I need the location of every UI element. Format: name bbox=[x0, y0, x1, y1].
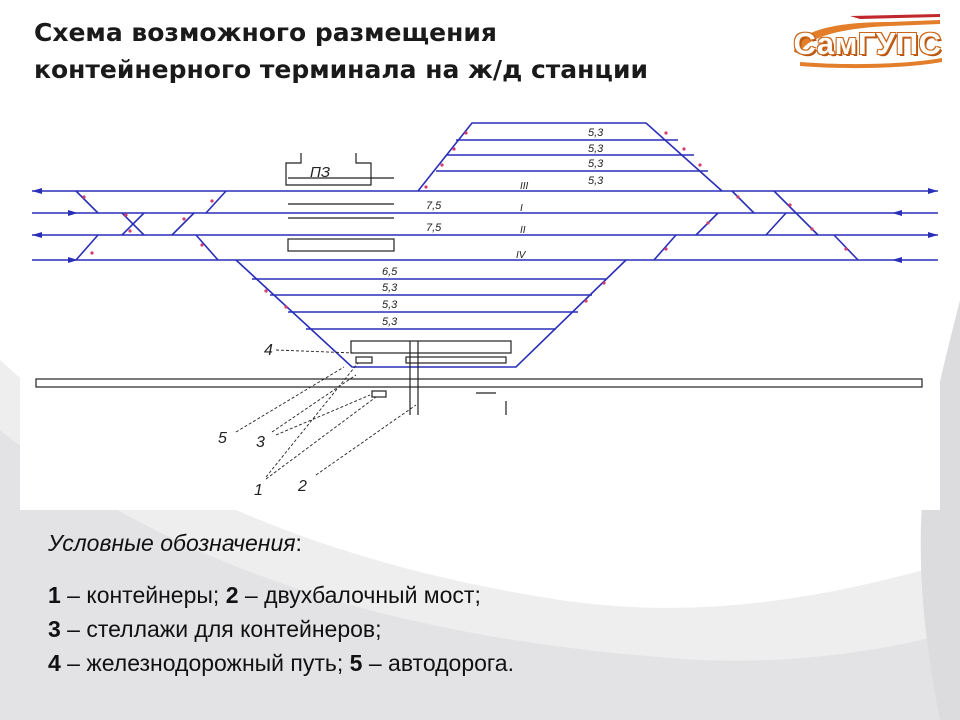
logo-text: СамГУПС bbox=[793, 26, 942, 61]
svg-text:5,3: 5,3 bbox=[588, 158, 604, 170]
legend-row-2: 3 – стеллажи для контейнеров; bbox=[48, 616, 382, 642]
svg-text:4: 4 bbox=[264, 342, 273, 359]
track-numerals: III I II IV bbox=[516, 181, 529, 261]
callout-leaders bbox=[235, 349, 417, 480]
upper-yard-outline bbox=[417, 122, 723, 192]
title-line-2: контейнерного терминала на ж/д станции bbox=[34, 55, 648, 84]
samgups-logo: СамГУПС bbox=[790, 12, 945, 70]
svg-text:5,3: 5,3 bbox=[382, 282, 398, 294]
road bbox=[35, 378, 923, 388]
svg-text:1: 1 bbox=[254, 482, 263, 499]
svg-text:IV: IV bbox=[516, 250, 527, 261]
svg-text:I: I bbox=[520, 203, 523, 214]
callout-numbers: 4 5 3 1 2 bbox=[218, 342, 307, 499]
svg-text:5: 5 bbox=[218, 430, 227, 447]
svg-text:5,3: 5,3 bbox=[382, 316, 398, 328]
station-diagram: 5,3 5,3 5,3 5,3 7,5 7,5 6,5 5,3 5,3 5,3 … bbox=[32, 122, 938, 499]
legend-row-3: 4 – железнодорожный путь; 5 – автодорога… bbox=[48, 650, 514, 676]
title-line-1: Схема возможного размещения bbox=[34, 18, 497, 47]
logo-swoosh-icon bbox=[794, 14, 942, 69]
track-lengths: 5,3 5,3 5,3 5,3 7,5 7,5 6,5 5,3 5,3 5,3 bbox=[382, 127, 604, 328]
svg-text:III: III bbox=[520, 181, 529, 192]
svg-text:2: 2 bbox=[297, 478, 307, 495]
legend-row-1: 1 – контейнеры; 2 – двухбалочный мост; bbox=[48, 582, 481, 608]
page-title: Схема возможного размещения контейнерног… bbox=[34, 14, 754, 88]
lower-yard-outline bbox=[235, 259, 627, 368]
svg-text:5,3: 5,3 bbox=[588, 143, 604, 155]
svg-text:6,5: 6,5 bbox=[382, 266, 398, 278]
svg-text:II: II bbox=[520, 225, 526, 236]
legend: Условные обозначения: 1 – контейнеры; 2 … bbox=[48, 528, 908, 680]
svg-text:7,5: 7,5 bbox=[426, 200, 442, 212]
svg-text:5,3: 5,3 bbox=[382, 299, 398, 311]
building-label: ПЗ bbox=[310, 164, 330, 181]
container-platform bbox=[350, 340, 512, 354]
svg-text:7,5: 7,5 bbox=[426, 222, 442, 234]
legend-heading: Условные обозначения: bbox=[48, 530, 302, 556]
svg-text:5,3: 5,3 bbox=[588, 175, 604, 187]
signal-markers bbox=[82, 131, 848, 309]
svg-text:3: 3 bbox=[256, 434, 265, 451]
svg-text:5,3: 5,3 bbox=[588, 127, 604, 139]
passenger-building bbox=[285, 153, 372, 186]
